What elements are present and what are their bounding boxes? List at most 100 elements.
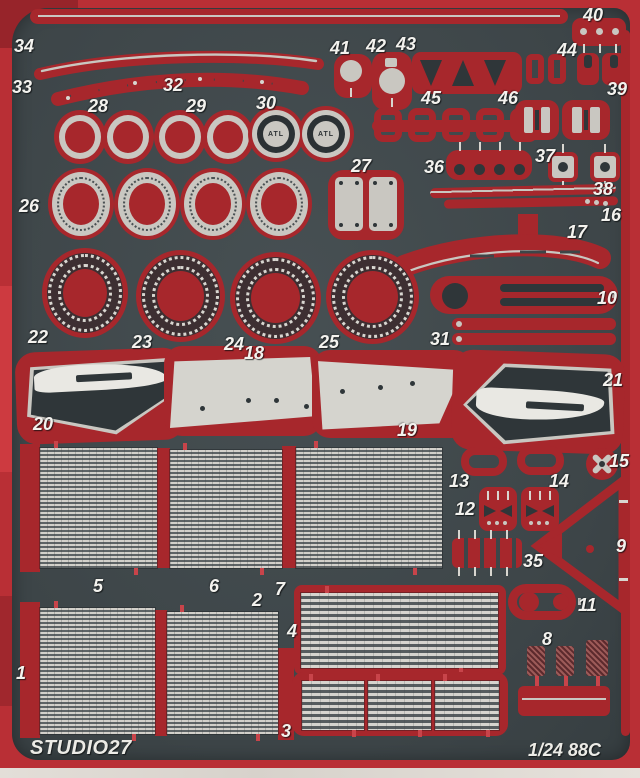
part-36 bbox=[446, 142, 532, 180]
sprue-stripe-d bbox=[20, 602, 40, 738]
part-number-44: 44 bbox=[557, 40, 578, 60]
sprue-stripe-a bbox=[20, 444, 40, 572]
part-number-19: 19 bbox=[397, 420, 418, 440]
sprue-stripe-b bbox=[157, 448, 170, 568]
part-20-mirror bbox=[24, 356, 178, 436]
part-22-rivet-ring bbox=[42, 248, 128, 338]
part-number-42: 42 bbox=[366, 36, 387, 56]
part-number-46: 46 bbox=[498, 88, 519, 108]
part-43-frame-2 bbox=[548, 54, 566, 84]
part-number-16: 16 bbox=[601, 205, 622, 225]
part-number-6: 6 bbox=[209, 576, 220, 596]
part-12-buckle-1 bbox=[479, 487, 517, 531]
part-26-ring-1 bbox=[52, 172, 110, 236]
part-21-mirror bbox=[460, 360, 616, 446]
part-number-5: 5 bbox=[93, 576, 104, 596]
part-number-18: 18 bbox=[244, 343, 265, 363]
part-number-8: 8 bbox=[542, 629, 553, 649]
part-12-buckle-2 bbox=[521, 487, 559, 531]
part-10 bbox=[430, 276, 618, 314]
part-number-15: 15 bbox=[609, 451, 630, 471]
part-4-mesh bbox=[301, 586, 498, 675]
part-30-cap-1: ATL bbox=[252, 110, 300, 158]
part-13-frame bbox=[461, 447, 507, 476]
part-number-12: 12 bbox=[455, 499, 476, 519]
part-number-9: 9 bbox=[616, 536, 627, 556]
part-44-piece-2 bbox=[602, 53, 626, 85]
part-number-35: 35 bbox=[523, 551, 544, 571]
part-number-4: 4 bbox=[287, 621, 298, 641]
part-number-21: 21 bbox=[603, 370, 624, 390]
part-6-mesh bbox=[170, 443, 282, 575]
part-number-14: 14 bbox=[549, 471, 570, 491]
atl-logo-text: ATL bbox=[317, 130, 335, 138]
part-number-20: 20 bbox=[33, 414, 54, 434]
part-29-ring-1 bbox=[159, 115, 201, 159]
sprue-stripe-c bbox=[282, 446, 296, 568]
part-41 bbox=[334, 54, 372, 98]
part-number-25: 25 bbox=[319, 332, 340, 352]
part-7-mesh bbox=[296, 441, 442, 575]
part-5-mesh bbox=[40, 441, 157, 575]
part-number-13: 13 bbox=[449, 471, 470, 491]
brand-text: STUDIO27 bbox=[30, 737, 132, 759]
atl-logo-text: ATL bbox=[267, 130, 285, 138]
etched-line bbox=[38, 15, 560, 17]
sprue-frame-right bbox=[621, 30, 630, 736]
part-number-7: 7 bbox=[275, 579, 286, 599]
part-16-rivets bbox=[585, 199, 590, 204]
part-8-pedal-3 bbox=[586, 640, 608, 676]
part-number-29: 29 bbox=[186, 96, 207, 116]
part-27-plate-1 bbox=[335, 177, 363, 231]
sprue-stripe-f bbox=[278, 648, 294, 740]
part-number-38: 38 bbox=[593, 179, 614, 199]
bg-left-bright-patch bbox=[0, 286, 14, 472]
part-number-24: 24 bbox=[224, 334, 245, 354]
part-44-piece-1 bbox=[577, 53, 599, 85]
part-11 bbox=[508, 584, 576, 620]
part-8-pedal-1 bbox=[527, 646, 545, 676]
part-number-33: 33 bbox=[12, 77, 33, 97]
part-number-2: 2 bbox=[252, 590, 263, 610]
part-26-ring-2 bbox=[118, 172, 176, 236]
part-24-rivet-ring bbox=[230, 252, 321, 344]
part-42 bbox=[372, 52, 412, 110]
part-number-26: 26 bbox=[19, 196, 40, 216]
part-number-36: 36 bbox=[424, 157, 445, 177]
part-45-ring-3 bbox=[442, 108, 470, 142]
bg-bottom-pale-strip bbox=[0, 768, 640, 778]
part-28-ring-2 bbox=[107, 115, 149, 159]
part-number-34: 34 bbox=[14, 36, 35, 56]
part-19-panel bbox=[318, 361, 464, 430]
part-number-37: 37 bbox=[535, 146, 556, 166]
part-8-base bbox=[518, 686, 610, 716]
part-23-rivet-ring bbox=[136, 250, 225, 342]
part-number-32: 32 bbox=[163, 75, 184, 95]
sprue-stripe-e bbox=[155, 610, 167, 736]
part-45-ring-1 bbox=[374, 108, 402, 142]
part-43 bbox=[412, 52, 522, 94]
part-number-10: 10 bbox=[597, 288, 618, 308]
part-3-mesh-3 bbox=[435, 674, 499, 737]
part-number-40: 40 bbox=[583, 5, 604, 25]
part-3-mesh-2 bbox=[368, 674, 431, 737]
part-29-ring-2 bbox=[207, 115, 249, 159]
part-26-ring-3 bbox=[184, 172, 242, 236]
part-number-43: 43 bbox=[396, 34, 417, 54]
part-number-22: 22 bbox=[28, 327, 49, 347]
part-number-11: 11 bbox=[578, 595, 597, 615]
part-1-mesh bbox=[40, 601, 155, 741]
scale-code-text: 1/24 88C bbox=[528, 740, 602, 760]
part-number-1: 1 bbox=[16, 663, 27, 683]
part-31-strip-1 bbox=[452, 318, 616, 330]
part-number-41: 41 bbox=[330, 38, 351, 58]
part-45-ring-4 bbox=[476, 108, 504, 142]
part-43-frame-1 bbox=[526, 54, 544, 84]
part-number-39: 39 bbox=[607, 79, 628, 99]
part-number-31: 31 bbox=[430, 329, 451, 349]
part-2-mesh bbox=[167, 605, 278, 741]
part-15 bbox=[586, 448, 618, 480]
part-3-mesh-1 bbox=[302, 674, 364, 737]
